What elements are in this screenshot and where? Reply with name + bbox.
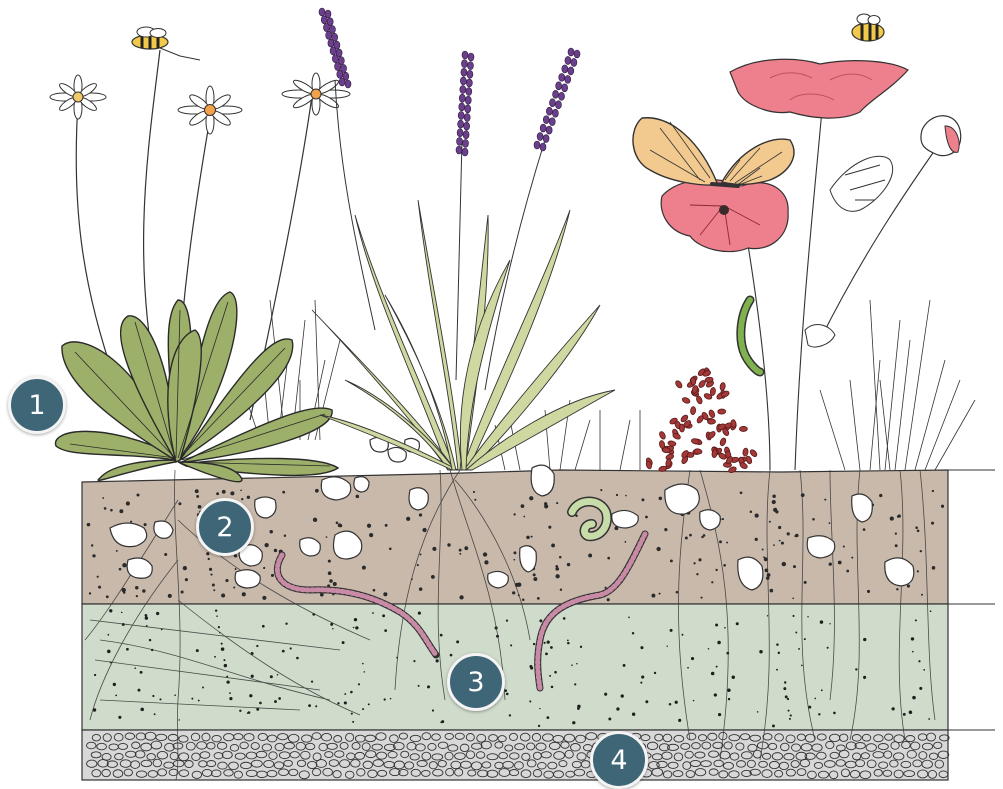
lavender-icon xyxy=(534,48,580,151)
stone-icon xyxy=(409,488,428,510)
stone-icon xyxy=(321,477,350,500)
layer-marker-1: 1 xyxy=(8,376,66,434)
daisy-icon xyxy=(50,75,106,119)
stone-icon xyxy=(700,510,721,530)
lavender-icon xyxy=(319,8,351,88)
stone-icon xyxy=(255,497,276,518)
stone-icon xyxy=(235,570,260,588)
poppy-icon xyxy=(661,179,788,251)
sedum-plant xyxy=(645,367,758,474)
bee-icon xyxy=(132,27,200,60)
poppy-bud-icon xyxy=(921,116,961,156)
grass-tufts xyxy=(240,300,975,470)
layer-marker-4: 4 xyxy=(590,731,648,789)
bee-icon xyxy=(852,14,884,41)
ornamental-grass xyxy=(312,200,615,470)
butterfly-icon xyxy=(633,118,794,186)
stone-icon xyxy=(300,538,321,556)
rosette-plant xyxy=(56,292,338,482)
daisy-icon xyxy=(178,86,242,134)
subsoil-layer xyxy=(82,604,948,730)
poppy-icon xyxy=(730,59,908,118)
stone-icon xyxy=(488,571,509,588)
stone-icon xyxy=(612,510,638,528)
stone-icon xyxy=(531,465,554,496)
layer-marker-3: 3 xyxy=(447,653,505,711)
stone-icon xyxy=(388,447,406,462)
stone-icon xyxy=(807,536,835,558)
lavender-icon xyxy=(456,51,474,156)
poppy-leaf xyxy=(805,156,893,347)
layer-marker-2: 2 xyxy=(196,498,254,556)
stone-icon xyxy=(354,477,369,492)
